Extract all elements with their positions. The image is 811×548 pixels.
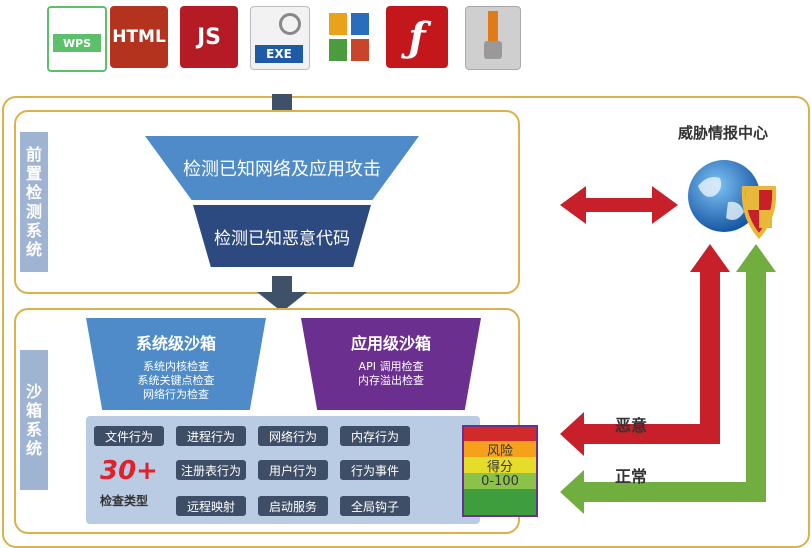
system-sandbox-item: 系统内核检查	[143, 360, 209, 373]
wps-file-icon: WPS	[47, 6, 107, 72]
malicious-label: 恶意	[615, 416, 648, 435]
flash-file-icon: ƒ	[386, 6, 448, 68]
app-sandbox-item: API 调用检查	[358, 360, 424, 373]
system-sandbox: 系统级沙箱 系统内核检查 系统关键点检查 网络行为检查	[86, 318, 266, 410]
malicious-arrow	[560, 244, 730, 456]
archive-file-icon	[465, 6, 521, 70]
funnel-stage-malware-label: 检测已知恶意代码	[214, 228, 350, 249]
system-sandbox-title: 系统级沙箱	[135, 334, 216, 353]
check-chip: 全局钩子	[340, 496, 410, 516]
gauge-band-yellow: 得分	[464, 457, 536, 475]
app-sandbox: 应用级沙箱 API 调用检查 内存溢出检查	[301, 318, 481, 410]
wps-file-label: WPS	[53, 34, 101, 52]
check-chip: 文件行为	[94, 426, 164, 446]
check-chip: 用户行为	[258, 460, 328, 480]
office-file-icon	[320, 6, 378, 68]
app-sandbox-title: 应用级沙箱	[350, 334, 431, 353]
js-file-icon: JS	[180, 6, 238, 68]
check-chip: 注册表行为	[176, 460, 246, 480]
checks-panel: 文件行为 进程行为 网络行为 内存行为 30+ 检查类型 注册表行为 用户行为 …	[86, 416, 480, 524]
system-sandbox-item: 系统关键点检查	[137, 374, 215, 387]
check-chip: 进程行为	[176, 426, 246, 446]
outer-frame	[2, 96, 810, 548]
check-count: 30+	[100, 456, 158, 486]
html-file-icon: HTML	[110, 6, 168, 68]
zipper-pull-icon	[484, 41, 502, 59]
gauge-label-risk: 风险	[486, 443, 513, 459]
gauge-label-score: 得分	[486, 459, 513, 475]
html-file-label: HTML	[112, 27, 166, 47]
check-count-label: 检查类型	[100, 494, 149, 508]
normal-arrow	[560, 244, 776, 514]
gauge-band-green	[464, 489, 536, 515]
risk-score-gauge: 风险 得分 0-100	[462, 425, 538, 517]
intel-title: 威胁情报中心	[678, 124, 769, 142]
gear-icon	[279, 13, 301, 35]
funnel-stage-network-label: 检测已知网络及应用攻击	[183, 159, 381, 180]
double-arrow	[560, 186, 678, 224]
check-chip: 行为事件	[340, 460, 410, 480]
funnel-stage-network: 检测已知网络及应用攻击	[145, 136, 419, 200]
pre-detect-label: 前置检测系统	[20, 132, 48, 272]
app-sandbox-item: 内存溢出检查	[358, 374, 424, 387]
exe-file-label: EXE	[255, 45, 303, 63]
sandbox-label: 沙箱系统	[20, 350, 48, 490]
funnel-stage-malware: 检测已知恶意代码	[193, 205, 371, 267]
globe-shield-icon	[688, 160, 777, 240]
gauge-band-lightgreen: 0-100	[464, 473, 536, 489]
zipper-icon	[488, 11, 498, 41]
down-arrow-2	[257, 276, 307, 312]
system-sandbox-item: 网络行为检查	[143, 388, 209, 401]
normal-label: 正常	[615, 467, 648, 486]
exe-file-icon: EXE	[250, 6, 310, 70]
check-chip: 网络行为	[258, 426, 328, 446]
gauge-label-range: 0-100	[481, 473, 519, 489]
gauge-band-red	[464, 427, 536, 441]
check-chip: 远程映射	[176, 496, 246, 516]
check-chip: 启动服务	[258, 496, 328, 516]
check-chip: 内存行为	[340, 426, 410, 446]
js-file-label: JS	[196, 24, 222, 50]
gauge-band-orange: 风险	[464, 441, 536, 459]
